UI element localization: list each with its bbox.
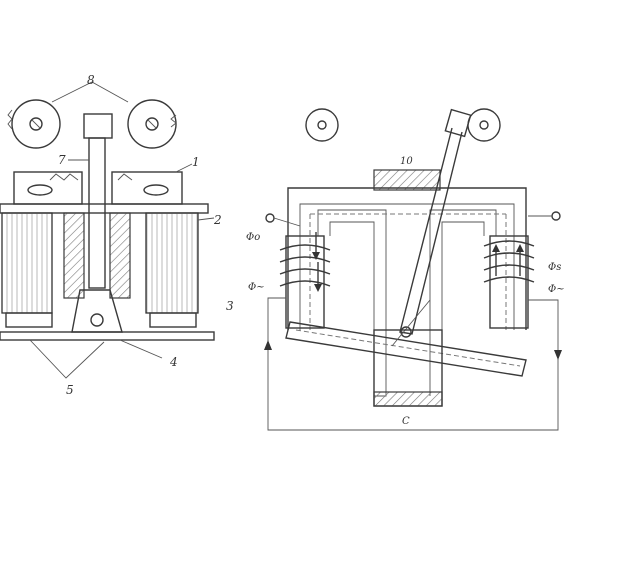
label-c: C (402, 416, 410, 427)
label-phi-tilde-left: Φ~ (248, 282, 265, 293)
right-coil-winding (483, 240, 535, 283)
lower-pad-left (5, 312, 53, 328)
core-right (109, 212, 131, 299)
left-pole (285, 235, 325, 329)
label-3: 3 (226, 299, 234, 313)
leader-8 (51, 81, 129, 103)
label-phi-tilde-right: Φ~ (548, 284, 565, 295)
pivot-pin (90, 313, 104, 327)
label-1: 1 (192, 155, 200, 169)
permanent-magnet (373, 169, 441, 191)
base-plate (0, 331, 215, 341)
lever-tip (444, 108, 472, 138)
lever (399, 127, 463, 335)
right-pole (489, 235, 529, 329)
upper-frame-bar (0, 203, 209, 214)
contact-disc-left (7, 99, 61, 149)
disc-top-right (467, 108, 501, 142)
left-relay-figure: 8 7 1 2 3 4 5 (0, 73, 234, 397)
label-phi-o: Φo (246, 232, 260, 243)
inner-core-right (429, 209, 497, 396)
right-coil (145, 212, 199, 314)
core-left (63, 212, 85, 299)
label-10: 10 (400, 156, 413, 167)
label-7: 7 (58, 153, 66, 167)
leader-5 (29, 339, 105, 379)
inner-core-left (317, 209, 387, 397)
label-2: 2 (213, 213, 222, 227)
top-plate (13, 163, 193, 205)
disc-top-left (305, 108, 339, 142)
right-magnetic-circuit-figure: Φo Φ~ 10 Φs Φ~ C (246, 108, 565, 431)
lower-pad-right (149, 312, 197, 328)
terminal-right (551, 211, 561, 221)
label-phi-s: Φs (548, 262, 561, 273)
lever-pivot (400, 326, 412, 338)
label-4: 4 (169, 355, 178, 369)
armature-bar (285, 321, 527, 377)
terminal-left (265, 213, 275, 223)
top-contact-block (83, 113, 113, 139)
label-5: 5 (66, 383, 74, 397)
contact-disc-right (127, 99, 177, 149)
label-8: 8 (87, 73, 95, 87)
left-coil-winding (279, 244, 331, 287)
left-coil (1, 212, 53, 314)
external-loop (267, 297, 559, 431)
